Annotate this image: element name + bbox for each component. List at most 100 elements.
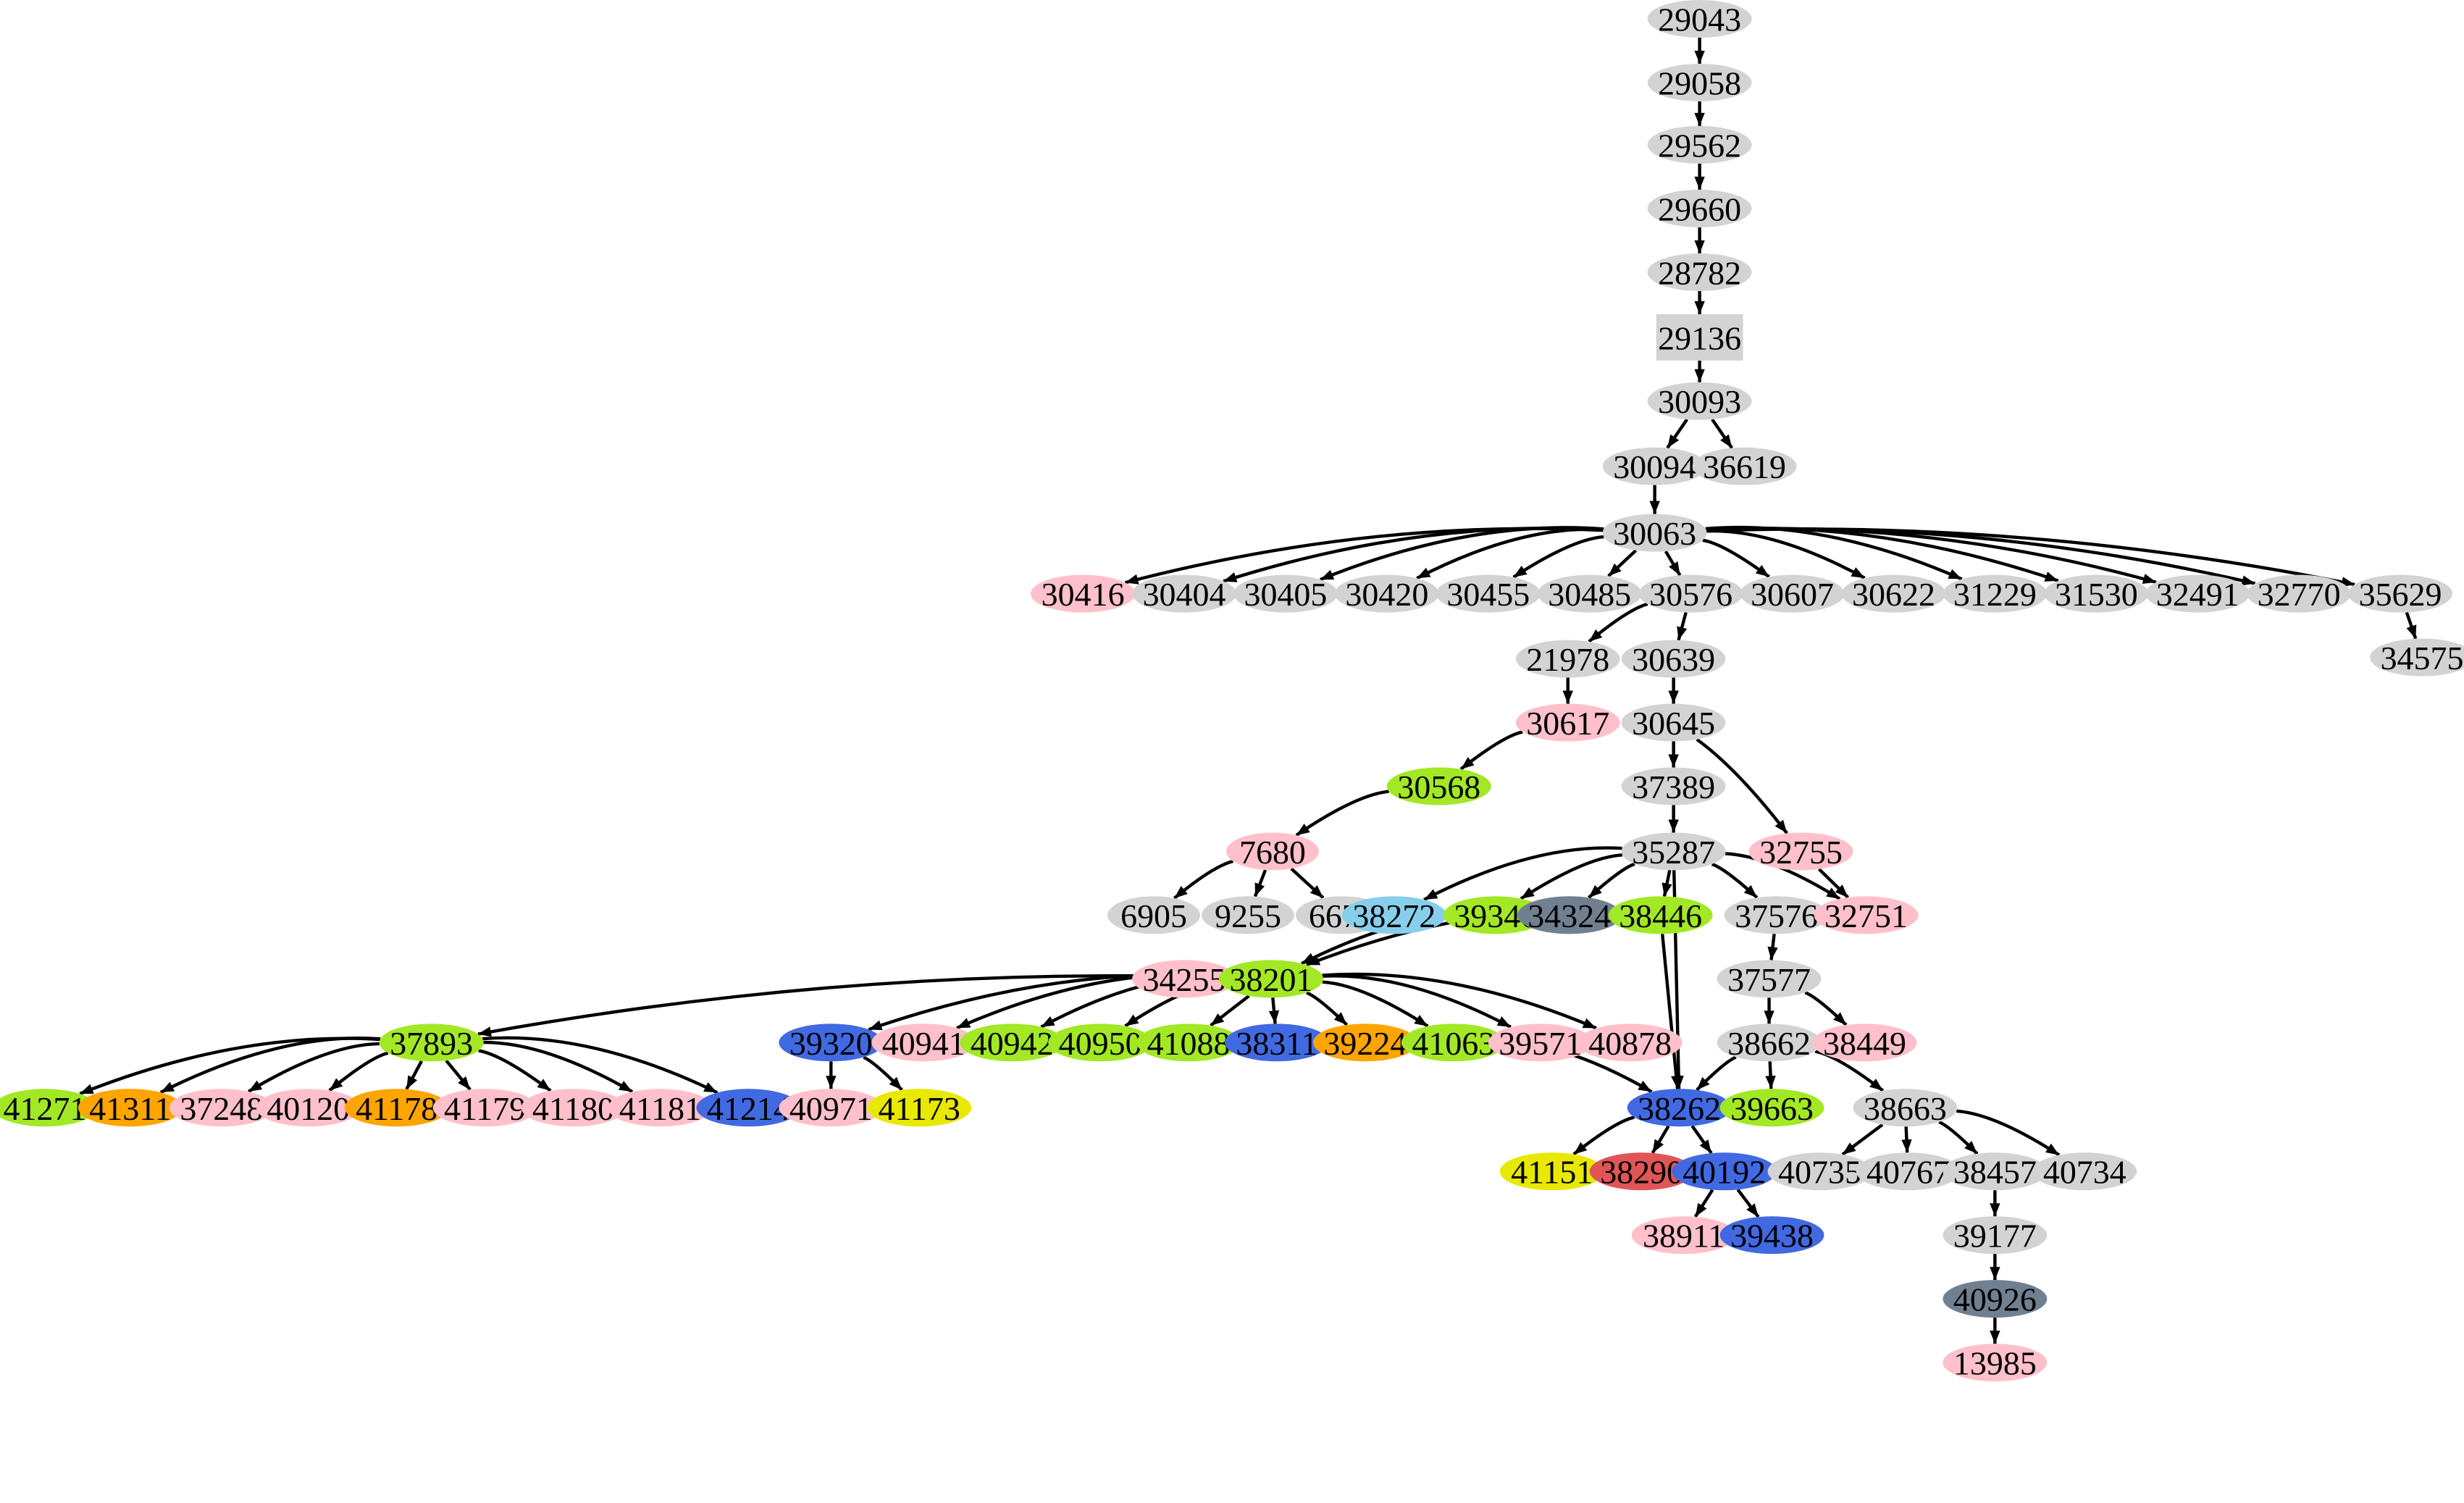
node-shape-rect[interactable] bbox=[1656, 314, 1743, 361]
graph-node[interactable]: 38662 bbox=[1717, 1023, 1822, 1062]
graph-node[interactable]: 30639 bbox=[1621, 640, 1726, 678]
graph-node[interactable]: 30568 bbox=[1386, 767, 1491, 805]
graph-node[interactable]: 21978 bbox=[1515, 640, 1620, 678]
node-shape-ellipse[interactable] bbox=[0, 1089, 97, 1127]
node-shape-ellipse[interactable] bbox=[1515, 703, 1620, 742]
node-shape-ellipse[interactable] bbox=[1748, 832, 1853, 871]
node-shape-ellipse[interactable] bbox=[1499, 1152, 1604, 1191]
node-shape-ellipse[interactable] bbox=[1647, 125, 1752, 164]
graph-node[interactable]: 30645 bbox=[1621, 703, 1726, 742]
node-shape-ellipse[interactable] bbox=[1621, 832, 1726, 871]
node-shape-ellipse[interactable] bbox=[1638, 574, 1743, 613]
node-shape-ellipse[interactable] bbox=[77, 1089, 183, 1127]
node-shape-ellipse[interactable] bbox=[1717, 1023, 1822, 1062]
node-shape-ellipse[interactable] bbox=[608, 1089, 713, 1127]
graph-node[interactable]: 30405 bbox=[1233, 574, 1338, 613]
graph-node[interactable]: 35629 bbox=[2348, 574, 2453, 613]
node-shape-ellipse[interactable] bbox=[1386, 767, 1491, 805]
graph-node[interactable]: 41151 bbox=[1499, 1152, 1604, 1191]
node-shape-ellipse[interactable] bbox=[1719, 1216, 1824, 1255]
graph-node[interactable]: 38262 bbox=[1627, 1089, 1732, 1127]
node-shape-ellipse[interactable] bbox=[696, 1089, 801, 1127]
node-shape-ellipse[interactable] bbox=[521, 1089, 626, 1127]
graph-node[interactable]: 39663 bbox=[1719, 1089, 1824, 1127]
graph-node[interactable]: 7680 bbox=[1226, 832, 1319, 871]
node-shape-ellipse[interactable] bbox=[1602, 447, 1707, 485]
graph-node[interactable]: 38457 bbox=[1943, 1152, 2048, 1191]
graph-node[interactable]: 30404 bbox=[1132, 574, 1236, 613]
node-shape-ellipse[interactable] bbox=[2348, 574, 2453, 613]
node-shape-ellipse[interactable] bbox=[2247, 574, 2352, 613]
node-shape-ellipse[interactable] bbox=[1647, 189, 1752, 227]
graph-node[interactable]: 37389 bbox=[1621, 767, 1726, 805]
graph-node[interactable]: 32755 bbox=[1748, 832, 1853, 871]
graph-node[interactable]: 31530 bbox=[2044, 574, 2149, 613]
graph-node[interactable]: 39438 bbox=[1719, 1216, 1824, 1255]
graph-node[interactable]: 32491 bbox=[2145, 574, 2250, 613]
node-shape-ellipse[interactable] bbox=[1107, 896, 1201, 934]
node-shape-ellipse[interactable] bbox=[1943, 574, 2048, 613]
node-shape-ellipse[interactable] bbox=[344, 1089, 449, 1127]
graph-node[interactable]: 30622 bbox=[1841, 574, 1946, 613]
node-shape-ellipse[interactable] bbox=[1631, 1216, 1736, 1255]
graph-node[interactable]: 29043 bbox=[1647, 0, 1752, 38]
node-shape-ellipse[interactable] bbox=[1515, 640, 1620, 678]
node-shape-ellipse[interactable] bbox=[1488, 1023, 1593, 1062]
node-shape-ellipse[interactable] bbox=[1814, 896, 1919, 934]
node-shape-ellipse[interactable] bbox=[1856, 1152, 1961, 1191]
node-shape-ellipse[interactable] bbox=[1132, 960, 1236, 998]
node-shape-ellipse[interactable] bbox=[779, 1023, 884, 1062]
node-shape-ellipse[interactable] bbox=[1537, 574, 1642, 613]
node-shape-ellipse[interactable] bbox=[1627, 1089, 1732, 1127]
node-shape-ellipse[interactable] bbox=[1031, 574, 1136, 613]
node-shape-ellipse[interactable] bbox=[1225, 1023, 1329, 1062]
graph-node[interactable]: 39320 bbox=[779, 1023, 884, 1062]
graph-node[interactable]: 34324 bbox=[1517, 896, 1622, 934]
node-shape-ellipse[interactable] bbox=[1602, 514, 1707, 552]
graph-node[interactable]: 32770 bbox=[2247, 574, 2352, 613]
node-shape-ellipse[interactable] bbox=[1334, 574, 1439, 613]
node-shape-ellipse[interactable] bbox=[1621, 703, 1726, 742]
node-shape-ellipse[interactable] bbox=[1589, 1152, 1694, 1191]
graph-node[interactable]: 31229 bbox=[1943, 574, 2048, 613]
graph-node[interactable]: 41173 bbox=[867, 1089, 972, 1127]
node-shape-ellipse[interactable] bbox=[2145, 574, 2250, 613]
graph-node[interactable]: 30455 bbox=[1436, 574, 1541, 613]
graph-node[interactable]: 30420 bbox=[1334, 574, 1439, 613]
node-shape-ellipse[interactable] bbox=[256, 1089, 361, 1127]
graph-node[interactable]: 28782 bbox=[1647, 253, 1752, 291]
node-shape-ellipse[interactable] bbox=[871, 1023, 976, 1062]
node-shape-ellipse[interactable] bbox=[1219, 960, 1323, 998]
node-shape-ellipse[interactable] bbox=[1048, 1023, 1153, 1062]
graph-node[interactable]: 30617 bbox=[1515, 703, 1620, 742]
node-shape-ellipse[interactable] bbox=[1943, 1280, 2048, 1318]
graph-node[interactable]: 40192 bbox=[1672, 1152, 1777, 1191]
node-shape-ellipse[interactable] bbox=[1202, 896, 1294, 934]
graph-node[interactable]: 41311 bbox=[77, 1089, 183, 1127]
graph-node[interactable]: 30093 bbox=[1647, 382, 1752, 420]
node-shape-ellipse[interactable] bbox=[1647, 253, 1752, 291]
graph-node[interactable]: 13985 bbox=[1943, 1344, 2048, 1382]
graph-node[interactable]: 6905 bbox=[1107, 896, 1201, 934]
node-shape-ellipse[interactable] bbox=[1341, 896, 1446, 934]
graph-node[interactable]: 29562 bbox=[1647, 125, 1752, 164]
graph-node[interactable]: 30576 bbox=[1638, 574, 1743, 613]
node-shape-ellipse[interactable] bbox=[1401, 1023, 1506, 1062]
graph-node[interactable]: 29058 bbox=[1647, 63, 1752, 101]
node-shape-ellipse[interactable] bbox=[960, 1023, 1065, 1062]
node-shape-ellipse[interactable] bbox=[1647, 63, 1752, 101]
graph-node[interactable]: 30063 bbox=[1602, 514, 1707, 552]
node-shape-ellipse[interactable] bbox=[1724, 896, 1829, 934]
node-shape-ellipse[interactable] bbox=[1841, 574, 1946, 613]
node-shape-ellipse[interactable] bbox=[1692, 447, 1797, 485]
node-shape-ellipse[interactable] bbox=[1719, 1089, 1824, 1127]
node-shape-ellipse[interactable] bbox=[1577, 1023, 1683, 1062]
node-shape-ellipse[interactable] bbox=[432, 1089, 537, 1127]
graph-node[interactable]: 40926 bbox=[1943, 1280, 2048, 1318]
graph-node[interactable]: 37893 bbox=[379, 1023, 484, 1062]
graph-node[interactable]: 30094 bbox=[1602, 447, 1707, 485]
node-shape-ellipse[interactable] bbox=[2044, 574, 2149, 613]
node-shape-ellipse[interactable] bbox=[1853, 1089, 1958, 1127]
node-shape-ellipse[interactable] bbox=[1621, 767, 1726, 805]
graph-node[interactable]: 40734 bbox=[2032, 1152, 2137, 1191]
